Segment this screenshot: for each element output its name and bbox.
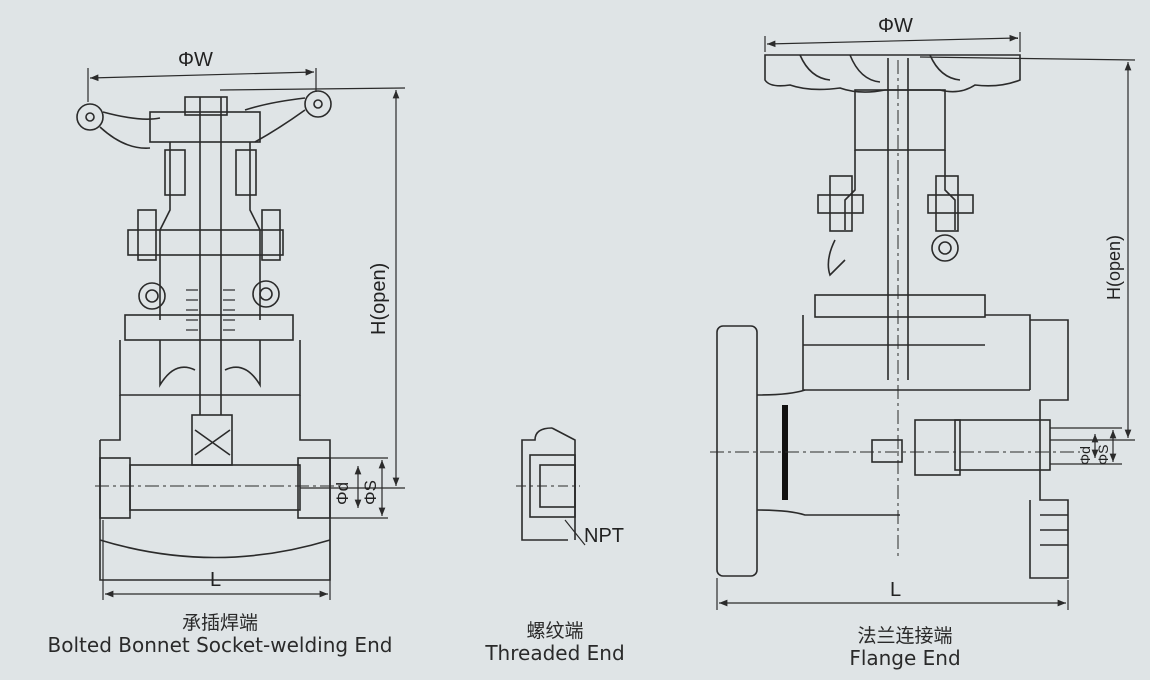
flange-caption-en: Flange End [849,646,961,670]
flange-phi-w-label: ΦW [878,15,913,37]
socket-phi-w-label: ΦW [178,49,213,71]
socket-phi-s-label: ΦS [361,480,380,505]
socket-weld-caption: 承插焊端 Bolted Bonnet Socket-welding End [30,612,410,656]
threaded-caption-en: Threaded End [485,641,625,665]
socket-phi-d-label: Φd [333,482,352,505]
socket-weld-caption-en: Bolted Bonnet Socket-welding End [47,633,393,657]
socket-weld-caption-zh: 承插焊端 [181,612,258,634]
flange-valve-drawing [710,54,1080,579]
handwheel [76,90,332,149]
flange-l-label: L [890,579,901,601]
socket-dimension-lines [87,68,406,600]
flange-h-open-label: H(open) [1104,235,1124,300]
flange-dimension-lines [716,32,1136,610]
socket-l-label: L [210,569,221,591]
socket-h-open-label: H(open) [368,263,390,335]
flange-caption-zh: 法兰连接端 [857,625,953,647]
flange-caption: 法兰连接端 Flange End [800,625,1010,669]
socket-weld-valve-drawing [76,90,340,581]
flange-phi-d-label: Φd [1077,446,1093,465]
flange-phi-s-label: ΦS [1095,444,1111,465]
npt-label: NPT [584,525,624,547]
threaded-caption: 螺纹端 Threaded End [460,620,650,664]
threaded-end-detail [516,427,586,546]
threaded-caption-zh: 螺纹端 [526,620,584,642]
